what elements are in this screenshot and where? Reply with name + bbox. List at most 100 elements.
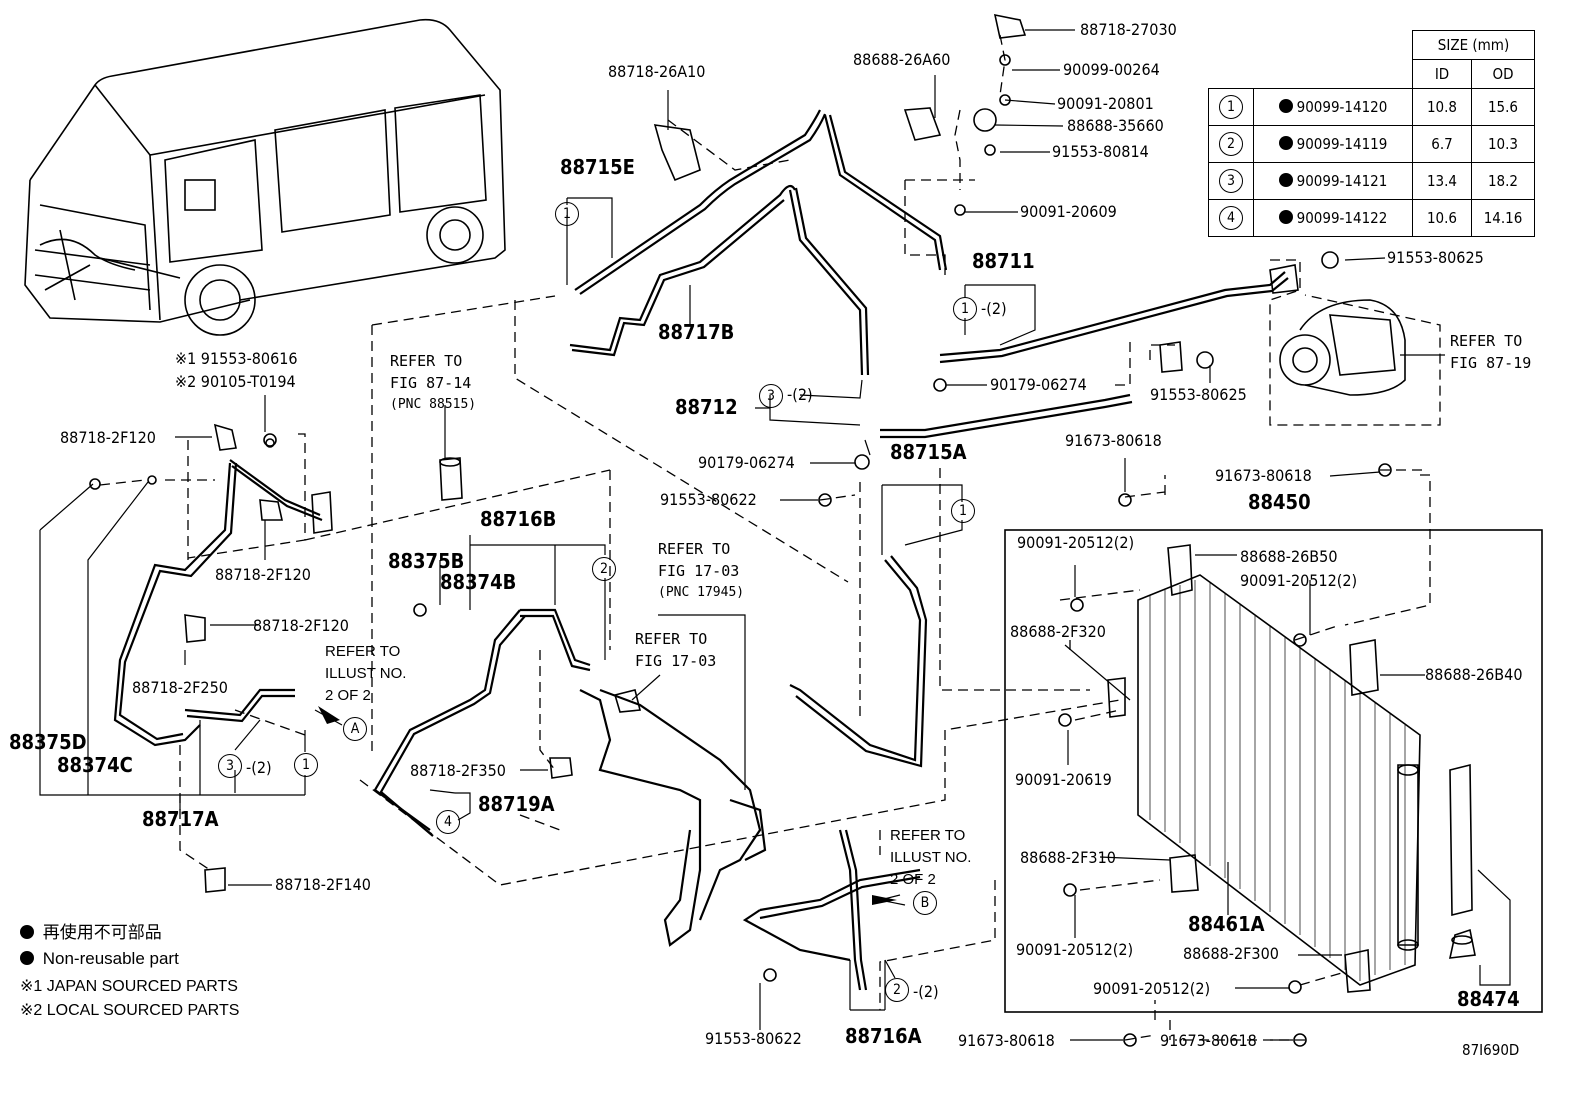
part-label: 91673-80618 — [1065, 431, 1162, 450]
circled-number-1: 1 — [294, 753, 318, 777]
quantity-label: -(2) — [913, 982, 939, 1001]
part-label: 88716B — [480, 507, 557, 531]
table-row: 3 90099-14121 13.4 18.2 — [1208, 162, 1535, 200]
table-row: 2 90099-14119 6.7 10.3 — [1208, 125, 1535, 163]
part-label: 90179-06274 — [990, 375, 1087, 394]
quantity-label: -(2) — [981, 299, 1007, 318]
part-label: 88718-2F250 — [132, 678, 228, 697]
part-label: 91673-80618 — [958, 1031, 1055, 1050]
circled-number-1: 1 — [555, 202, 579, 226]
legend-non-reusable-jp: 再使用不可部品 — [20, 924, 162, 942]
od-value: 10.3 — [1471, 125, 1535, 163]
circled-number-2: 2 — [885, 978, 909, 1002]
part-label: 88718-2F120 — [253, 616, 349, 635]
od-value: 14.16 — [1471, 199, 1535, 237]
part-number: 90099-14122 — [1296, 209, 1388, 227]
part-label: 91673-80618 — [1215, 466, 1312, 485]
part-label: 91553-80814 — [1052, 142, 1149, 161]
part-label: 88450 — [1248, 490, 1311, 514]
part-label: 90091-20801 — [1057, 94, 1154, 113]
part-label: 88688-35660 — [1067, 116, 1164, 135]
circled-number-1: 1 — [951, 499, 975, 523]
table-row: 1 90099-14120 10.8 15.6 — [1208, 88, 1535, 126]
od-value: 18.2 — [1471, 162, 1535, 200]
part-label: 91553-80625 — [1150, 385, 1247, 404]
part-label: 91673-80618 — [1160, 1031, 1257, 1050]
part-label: 91553-80622 — [705, 1029, 802, 1048]
part-number: 90099-14120 — [1296, 98, 1388, 116]
part-label: 88375B — [388, 549, 465, 573]
part-label: 88716A — [845, 1024, 922, 1048]
part-label: 88719A — [478, 792, 555, 816]
part-label: ※1 91553-80616 — [175, 349, 298, 368]
row-number: 4 — [1219, 206, 1243, 230]
part-label: 90091-20512(2) — [1093, 979, 1211, 998]
column-header-od: OD — [1471, 59, 1535, 89]
arrow-to-B — [872, 895, 897, 905]
part-label: 88718-2F350 — [410, 761, 506, 780]
part-label: 88717A — [142, 807, 219, 831]
part-label: 88715E — [560, 155, 635, 179]
part-number: 90099-14121 — [1296, 172, 1388, 190]
part-label: 88715A — [890, 440, 967, 464]
id-value: 10.6 — [1412, 199, 1472, 237]
part-label: ※2 90105-T0194 — [175, 372, 296, 391]
part-label: 88374C — [57, 753, 133, 777]
table-row: 4 90099-14122 10.6 14.16 — [1208, 199, 1535, 237]
circled-number-2: 2 — [592, 557, 616, 581]
part-label: 91553-80622 — [660, 490, 757, 509]
arrow-to-A — [318, 706, 340, 724]
quantity-label: -(2) — [787, 385, 813, 404]
part-label: 88461A — [1188, 912, 1265, 936]
part-label: 88718-27030 — [1080, 20, 1177, 39]
non-reusable-dot-icon — [1278, 210, 1293, 224]
circled-number-1: 1 — [953, 297, 977, 321]
non-reusable-dot-icon — [1278, 136, 1293, 150]
part-label: 88718-2F120 — [215, 565, 311, 584]
id-value: 10.8 — [1412, 88, 1472, 126]
hose-size-table: SIZE (mm) ID OD 1 90099-14120 10.8 15.6 … — [1208, 30, 1535, 237]
id-value: 13.4 — [1412, 162, 1472, 200]
part-label: 88711 — [972, 249, 1035, 273]
table-corner — [1208, 30, 1413, 89]
part-label: 90099-00264 — [1063, 60, 1160, 79]
part-label: 88712 — [675, 395, 738, 419]
non-reusable-dot-icon — [1278, 99, 1293, 113]
part-label: 90179-06274 — [698, 453, 795, 472]
quantity-label: -(2) — [246, 758, 272, 777]
part-label: 88718-2F120 — [60, 428, 156, 447]
circled-letter-A: A — [343, 717, 367, 741]
part-label: 88688-26B50 — [1240, 547, 1338, 566]
part-number: 90099-14119 — [1296, 135, 1388, 153]
part-label: 88718-26A10 — [608, 62, 706, 81]
circled-number-3: 3 — [759, 384, 783, 408]
non-reusable-dot-icon — [1278, 173, 1293, 187]
part-label: 88717B — [658, 320, 735, 344]
part-label: 88374B — [440, 570, 517, 594]
row-number: 1 — [1219, 95, 1243, 119]
part-label: 91553-80625 — [1387, 248, 1484, 267]
legend-japan-sourced: ※1 JAPAN SOURCED PARTS — [20, 978, 238, 995]
circled-number-3: 3 — [218, 754, 242, 778]
part-label: 88688-2F300 — [1183, 944, 1279, 963]
row-number: 2 — [1219, 132, 1243, 156]
circled-number-4: 4 — [436, 810, 460, 834]
part-label: 88688-26B40 — [1425, 665, 1523, 684]
part-label: 90091-20512(2) — [1017, 533, 1135, 552]
part-label: 88688-2F320 — [1010, 622, 1106, 641]
part-label: 88718-2F140 — [275, 875, 371, 894]
part-label: 90091-20619 — [1015, 770, 1112, 789]
id-value: 6.7 — [1412, 125, 1472, 163]
legend-local-sourced: ※2 LOCAL SOURCED PARTS — [20, 1002, 240, 1019]
van-illustration — [24, 18, 506, 336]
part-label: 88688-26A60 — [853, 50, 951, 69]
part-label: 88375D — [9, 730, 87, 754]
bullet-dot-icon — [20, 925, 34, 939]
